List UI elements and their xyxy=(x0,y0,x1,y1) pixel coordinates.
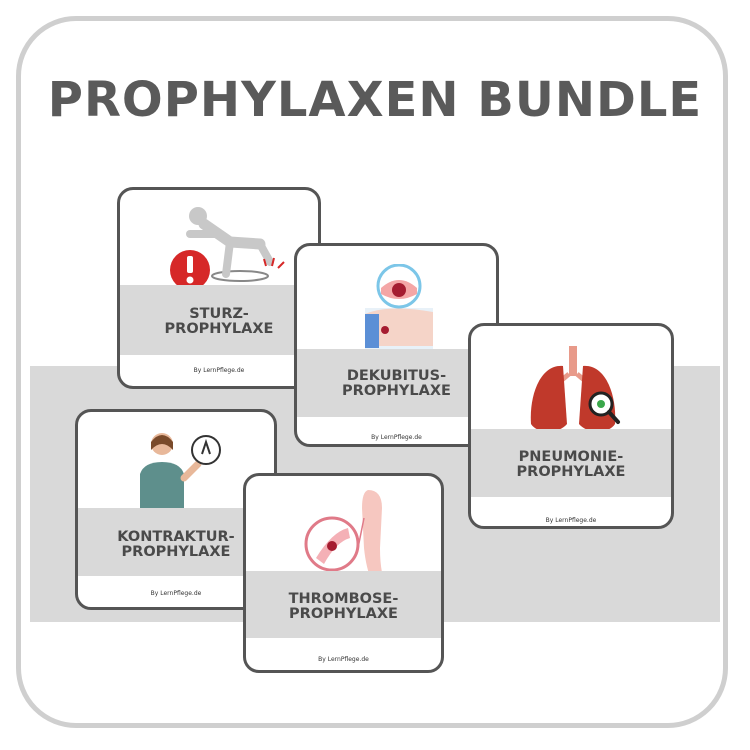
card-label-line1: THROMBOSE- xyxy=(288,591,399,607)
card-byline: By LernPflege.de xyxy=(371,434,422,441)
falling-person-icon xyxy=(170,207,285,290)
card-byline: By LernPflege.de xyxy=(193,367,245,374)
card-thrombose[interactable]: THROMBOSE- PROPHYLAXE By LernPflege.de xyxy=(243,473,444,673)
thrombosis-leg-icon xyxy=(304,490,384,582)
card-strip xyxy=(120,285,318,355)
card-strip xyxy=(78,508,274,576)
contracture-person-icon xyxy=(140,433,221,522)
card-label-line2: PROPHYLAXE xyxy=(164,321,274,337)
card-label-line1: KONTRAKTUR- xyxy=(117,529,235,545)
card-label-line2: PROPHYLAXE xyxy=(289,606,398,622)
card-label-line2: PROPHYLAXE xyxy=(121,544,231,560)
card-strip xyxy=(297,349,496,417)
card-label-line1: DEKUBITUS- xyxy=(346,368,447,384)
page-title: PROPHYLAXEN BUNDLE xyxy=(47,72,703,128)
card-dekubitus[interactable]: DEKUBITUS- PROPHYLAXE By LernPflege.de xyxy=(294,243,499,447)
pressure-ulcer-icon xyxy=(365,264,433,350)
card-strip xyxy=(471,429,671,497)
card-label-line1: STURZ- xyxy=(189,306,249,322)
card-strip xyxy=(246,571,441,638)
card-label-line1: PNEUMONIE- xyxy=(518,449,624,465)
card-label-line2: PROPHYLAXE xyxy=(342,383,451,399)
card-byline: By LernPflege.de xyxy=(318,656,369,663)
card-byline: By LernPflege.de xyxy=(150,590,202,597)
card-sturz[interactable]: STURZ- PROPHYLAXE By LernPflege.de xyxy=(117,187,321,389)
card-pneumonie[interactable]: PNEUMONIE- PROPHYLAXE By LernPflege.de xyxy=(468,323,674,529)
card-label-line2: PROPHYLAXE xyxy=(516,464,626,480)
card-byline: By LernPflege.de xyxy=(545,517,597,524)
lungs-icon xyxy=(530,346,620,432)
